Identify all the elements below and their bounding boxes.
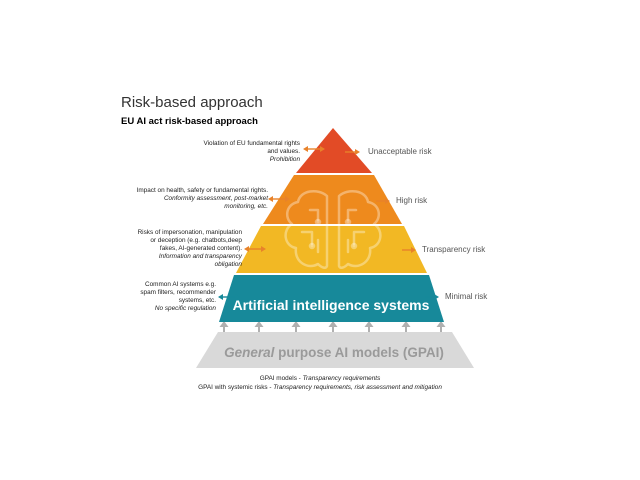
footer-line2-italic: Transparency requirements, risk assessme… [273, 384, 442, 391]
arrow-right-high [376, 198, 390, 204]
gpai-band [196, 332, 474, 368]
footer-line1-prefix: GPAI models - [259, 375, 303, 382]
up-arrow [436, 321, 446, 332]
risk-label-minimal: Minimal risk [445, 292, 488, 301]
desc-measure: No specific regulation [154, 305, 216, 312]
tier-high-risk [263, 175, 402, 224]
risk-label-unacceptable: Unacceptable risk [368, 147, 432, 156]
double-arrow-transparency [244, 246, 266, 252]
arrow-right-transparency [402, 247, 416, 253]
double-arrow-high [268, 196, 290, 202]
tier-transparency-risk [236, 226, 427, 273]
arrow-right-unacceptable [345, 149, 360, 155]
gpai-label-italic: General [224, 345, 275, 360]
page-title: Risk-based approach [121, 94, 263, 111]
brain-circuit-icon [284, 189, 382, 269]
up-arrow [401, 321, 411, 332]
footer-gpai-systemic: GPAI with systemic risks - Transparency … [0, 384, 640, 391]
up-arrow [328, 321, 338, 332]
tier-unacceptable-risk [296, 128, 372, 173]
tier-minimal-risk [219, 275, 444, 322]
footer-gpai-models: GPAI models - Transparency requirements [0, 375, 640, 382]
desc-text: Risks of impersonation, manipulation or … [137, 229, 242, 252]
footer-line1-italic: Transparency requirements [302, 375, 381, 382]
up-arrow [364, 321, 374, 332]
risk-label-high: High risk [396, 196, 428, 205]
double-arrow-unacceptable [303, 146, 325, 152]
footer-line2-prefix: GPAI with systemic risks - [198, 384, 274, 391]
desc-text: Impact on health, safety or fundamental … [136, 187, 268, 194]
desc-measure: Conformity assessment, post-market monit… [163, 195, 268, 210]
up-arrow [254, 321, 264, 332]
desc-measure: Prohibition [269, 156, 300, 163]
up-arrows [219, 321, 446, 332]
desc-unacceptable-risk: Violation of EU fundamental rights and v… [200, 140, 300, 164]
desc-minimal-risk: Common AI systems e.g. spam filters, rec… [132, 281, 216, 313]
gpai-label: General purpose AI models (GPAI) [224, 345, 444, 360]
double-arrow-minimal [218, 294, 240, 300]
up-arrow [291, 321, 301, 332]
desc-measure: Information and transparency obligation [158, 253, 242, 268]
arrow-right-minimal [425, 294, 439, 300]
desc-text: Violation of EU fundamental rights and v… [203, 140, 300, 155]
risk-label-transparency: Transparency risk [422, 245, 486, 254]
desc-text: Common AI systems e.g. spam filters, rec… [140, 281, 216, 304]
gpai-label-rest: purpose AI models (GPAI) [274, 345, 444, 360]
desc-high-risk: Impact on health, safety or fundamental … [133, 187, 268, 211]
up-arrow [219, 321, 229, 332]
ai-systems-label: Artificial intelligence systems [233, 297, 430, 313]
page-subtitle: EU AI act risk-based approach [121, 116, 258, 127]
desc-transparency-risk: Risks of impersonation, manipulation or … [132, 229, 242, 269]
